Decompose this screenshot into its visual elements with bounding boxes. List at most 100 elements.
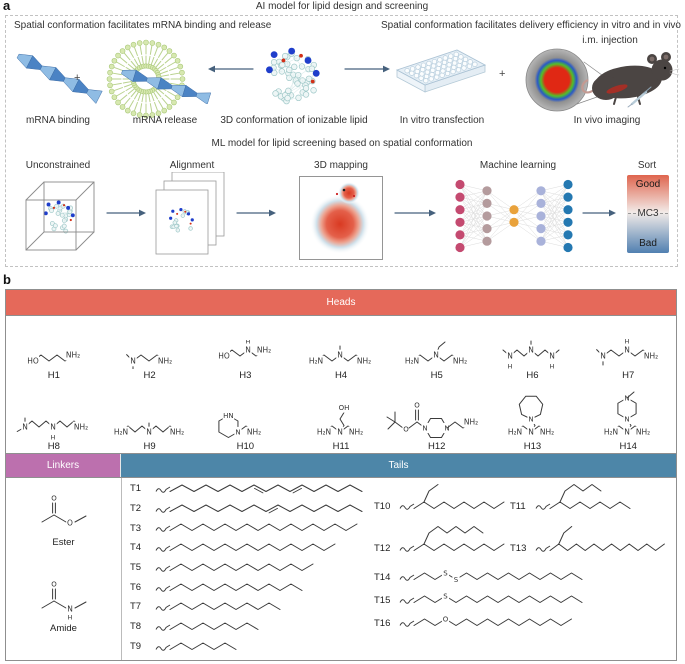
arrow-right-icon — [582, 208, 616, 218]
svg-text:H: H — [625, 337, 630, 345]
linkers-header: Linkers — [6, 454, 121, 477]
head-label: H3 — [239, 370, 252, 381]
structure-T5 — [155, 563, 314, 572]
arrow-right-icon — [394, 208, 436, 218]
tail-label: T7 — [130, 601, 142, 613]
arrow-right-icon — [344, 64, 390, 74]
tail-label: T10 — [374, 500, 391, 512]
sort-scale: Good MC3 Bad — [627, 175, 669, 253]
svg-text:O: O — [67, 519, 73, 528]
structure-T7 — [155, 602, 281, 611]
alignment-stack-icon — [152, 172, 230, 258]
arrow-right-icon — [236, 208, 276, 218]
svg-text:H₂N: H₂N — [309, 357, 323, 366]
svg-text:N: N — [433, 351, 439, 360]
svg-text:H: H — [246, 340, 251, 345]
svg-text:H: H — [50, 433, 55, 440]
svg-text:N: N — [529, 416, 534, 424]
head-label: H10 — [236, 441, 255, 452]
step-sort: Sort — [637, 160, 657, 171]
svg-text:N: N — [625, 395, 630, 403]
tail-item-T10: T10 — [374, 480, 510, 515]
tail-label: T8 — [130, 621, 142, 633]
structure-Ester: OO — [41, 495, 86, 529]
mrna-release-label: mRNA release — [132, 115, 198, 126]
svg-text:NH₂: NH₂ — [247, 428, 261, 437]
arrow-graphic — [208, 65, 254, 73]
structure-T10 — [399, 484, 505, 510]
structure-T3 — [155, 523, 358, 533]
sort-good-label: Good — [635, 179, 661, 190]
svg-text:HN: HN — [223, 412, 234, 420]
svg-text:H₂N: H₂N — [604, 428, 618, 437]
tails-header: Tails — [121, 454, 676, 477]
tail-label: T5 — [130, 562, 142, 574]
svg-text:NH₂: NH₂ — [453, 357, 467, 366]
panel-b-label: b — [3, 272, 11, 287]
step-3d-mapping: 3D mapping — [314, 160, 368, 171]
panel-a-border — [5, 15, 678, 267]
lipid-conformation-icon — [252, 33, 336, 115]
svg-text:N: N — [50, 423, 56, 432]
svg-text:N: N — [22, 423, 28, 432]
cube-graphic — [25, 181, 95, 251]
arrow-graphic — [344, 65, 390, 73]
head-label: H5 — [430, 370, 443, 381]
svg-text:N: N — [337, 351, 343, 360]
svg-text:HO: HO — [27, 357, 39, 366]
tail-label: T9 — [130, 640, 142, 652]
panel-a-title: AI model for lipid design and screening — [255, 1, 429, 12]
neural-network-icon — [450, 178, 578, 254]
svg-text:S: S — [454, 576, 459, 584]
mouse-graphic — [581, 52, 680, 108]
plate-graphic — [395, 49, 487, 93]
head-label: H7 — [622, 370, 635, 381]
head-label: H14 — [619, 441, 637, 452]
stack-graphic — [155, 172, 225, 255]
release-helix-graphic — [121, 69, 212, 104]
mouse-icon — [580, 46, 680, 108]
tail-label: T11 — [510, 500, 526, 512]
ml-title: ML model for lipid screening based on sp… — [211, 138, 473, 149]
structure-H1: HO NH₂ — [26, 349, 82, 367]
structure-T11 — [535, 484, 631, 510]
step-alignment: Alignment — [169, 160, 215, 171]
tail-item-T3: T3 — [130, 518, 368, 538]
conformation-label: 3D conformation of ionizable lipid — [220, 115, 368, 126]
svg-text:NH₂: NH₂ — [636, 428, 650, 437]
svg-text:S: S — [443, 593, 448, 601]
svg-text:NH₂: NH₂ — [74, 423, 88, 432]
svg-text:H₂N: H₂N — [317, 428, 331, 437]
well-plate-icon — [393, 40, 489, 110]
mrna-helix-graphic — [16, 53, 103, 104]
molecule-graphic — [266, 47, 320, 105]
head-label: H13 — [523, 441, 542, 452]
svg-text:NH₂: NH₂ — [644, 352, 658, 361]
tail-label: T13 — [510, 542, 527, 554]
head-label: H2 — [143, 370, 156, 381]
head-label: H8 — [47, 441, 60, 452]
svg-text:NH₂: NH₂ — [66, 351, 80, 360]
svg-text:N: N — [444, 425, 449, 433]
arrow-left-icon — [208, 64, 254, 74]
svg-text:NH₂: NH₂ — [464, 418, 478, 427]
head-label: H6 — [526, 370, 539, 381]
svg-text:O: O — [51, 495, 57, 503]
map-graphic — [299, 176, 383, 260]
tail-item-T6: T6 — [130, 577, 368, 597]
